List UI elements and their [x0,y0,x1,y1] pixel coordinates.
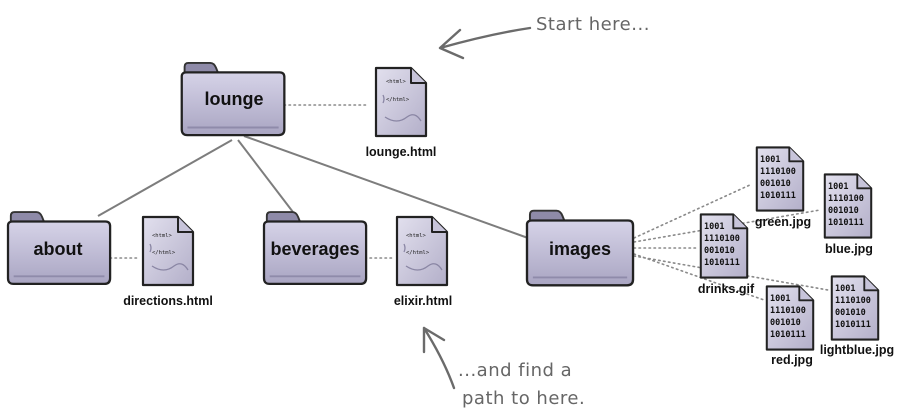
bits-line-4: 1010111 [835,320,871,330]
file-directions-html-label: directions.html [123,294,213,308]
folder-beverages: beverages [262,210,368,286]
annotation-start: Start here... [438,14,650,60]
html-open-tag: <html> [386,79,407,85]
file-elixir-html-label: elixir.html [394,294,452,308]
bits-line-3: 001010 [770,318,801,328]
folder-about-label: about [34,239,83,259]
tree-edges [97,135,529,239]
bits-line-1: 1001 [770,294,790,304]
file-elixir-html: <html> </html> elixir.html [394,215,452,308]
file-lightblue-jpg-label: lightblue.jpg [820,343,894,357]
file-drinks-gif: 1001 1110100 001010 1010111 drinks.gif [698,213,755,296]
folder-lounge-label: lounge [205,89,264,109]
dot-images-red [633,253,765,301]
file-lounge-html: <html> </html> lounge.html [366,66,437,159]
bits-line-1: 1001 [760,155,780,165]
bits-line-4: 1010111 [704,258,740,268]
bits-line-1: 1001 [828,182,848,192]
folder-images: images [525,209,635,287]
bits-line-3: 001010 [835,308,866,318]
bits-line-2: 1110100 [770,306,806,316]
bits-line-4: 1010111 [760,191,796,201]
file-blue-jpg-label: blue.jpg [825,242,873,256]
file-lounge-html-label: lounge.html [366,145,437,159]
bits-line-2: 1110100 [835,296,871,306]
file-blue-jpg: 1001 1110100 001010 1010111 blue.jpg [823,173,873,256]
html-close-tag: </html> [386,97,410,103]
bits-line-3: 001010 [828,206,859,216]
folder-about: about [6,210,112,286]
arrow-up-icon [422,326,456,390]
edge-lounge-images [243,135,529,239]
bits-line-1: 1001 [835,284,855,294]
arrow-left-icon [438,26,532,60]
bits-line-4: 1010111 [770,330,806,340]
annotation-end-line1: ...and find a [458,360,572,381]
annotation-end: ...and find a path to here. [422,326,585,409]
html-open-tag: <html> [406,233,427,239]
file-drinks-gif-label: drinks.gif [698,282,755,296]
bits-line-3: 001010 [760,179,791,189]
file-red-jpg: 1001 1110100 001010 1010111 red.jpg [765,285,815,367]
bits-line-2: 1110100 [828,194,864,204]
annotation-end-line2: path to here. [462,388,585,409]
bits-line-2: 1110100 [760,167,796,177]
html-close-tag: </html> [152,250,176,256]
dot-images-green [633,183,753,239]
annotation-start-text: Start here... [536,14,650,35]
file-red-jpg-label: red.jpg [771,353,813,367]
bits-line-1: 1001 [704,222,724,232]
bits-line-2: 1110100 [704,234,740,244]
edge-lounge-about [97,139,233,217]
file-directions-html: <html> </html> directions.html [123,215,213,308]
folder-beverages-label: beverages [270,239,359,259]
edge-lounge-beverages [237,139,297,217]
html-open-tag: <html> [152,233,173,239]
file-lightblue-jpg: 1001 1110100 001010 1010111 lightblue.jp… [820,275,894,357]
html-close-tag: </html> [406,250,430,256]
folder-lounge: lounge [180,61,286,137]
folder-images-label: images [549,239,611,259]
bits-line-3: 001010 [704,246,735,256]
bits-line-4: 1010111 [828,218,864,228]
file-green-jpg-label: green.jpg [755,215,811,229]
file-green-jpg: 1001 1110100 001010 1010111 green.jpg [755,146,811,229]
